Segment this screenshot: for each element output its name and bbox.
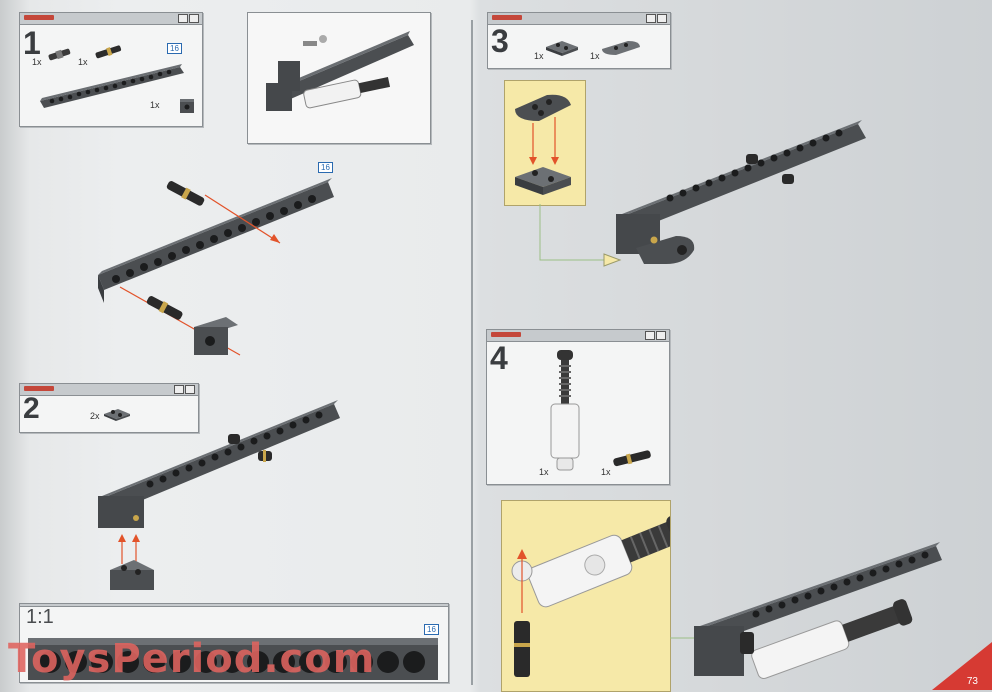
page-number: 73 — [966, 676, 978, 687]
length-badge: 16 — [424, 624, 439, 635]
minimize-icon — [174, 385, 184, 394]
shock-absorber-icon — [550, 350, 580, 471]
panel-title-bar — [20, 604, 448, 607]
part-qty: 1x — [539, 467, 549, 477]
step-3-assembly-drawing — [539, 120, 866, 267]
axle-pin-icon — [95, 45, 122, 59]
step-number: 3 — [491, 23, 509, 59]
pin-part — [166, 181, 205, 206]
close-icon — [189, 14, 199, 23]
page-corner-tab — [932, 642, 992, 690]
plate-2x2-round-hole-icon — [546, 41, 578, 56]
title-bar-logo — [491, 332, 521, 337]
step-number: 1 — [23, 25, 41, 61]
step-result-preview — [247, 12, 431, 144]
title-bar-logo — [492, 15, 522, 20]
scale-label: 1:1 — [26, 606, 54, 628]
scale-bar-panel: 1:1 16 — [19, 603, 449, 683]
part-qty: 1x — [78, 57, 88, 67]
step-3-parts-panel: 3 1x 1x — [487, 12, 671, 69]
step-3-callout — [504, 80, 586, 206]
part-qty: 1x — [590, 51, 600, 61]
plate-rounded-end-icon — [602, 41, 640, 55]
panel-title-bar — [20, 13, 202, 25]
step-2-parts-panel: 2 2x — [19, 383, 199, 433]
panel-title-bar — [20, 384, 198, 396]
step-4-callout — [501, 500, 671, 692]
close-icon — [185, 385, 195, 394]
part-qty: 2x — [90, 411, 100, 421]
callout-drawing — [511, 514, 670, 677]
minimize-icon — [645, 331, 655, 340]
brick-1x1-icon — [180, 99, 194, 113]
title-bar-logo — [24, 15, 54, 20]
minimize-icon — [646, 14, 656, 23]
brick-part — [194, 317, 238, 355]
step-1-assembly-drawing — [98, 178, 334, 356]
step-1-parts-drawing — [40, 45, 194, 113]
title-bar-logo — [24, 386, 54, 391]
pin-icon — [48, 48, 71, 61]
panel-title-bar — [488, 13, 670, 25]
step-1-parts-panel: 1 1x 1x 1x 16 — [19, 12, 203, 127]
close-icon — [656, 331, 666, 340]
pin-part — [146, 296, 183, 320]
step-number: 4 — [490, 340, 508, 376]
length-badge: 16 — [318, 162, 333, 173]
watermark: ToysPeriod.com — [8, 636, 376, 682]
axle-pin-icon — [613, 450, 651, 467]
step-number: 2 — [23, 392, 40, 425]
close-icon — [657, 14, 667, 23]
step-4-assembly-drawing — [670, 542, 942, 680]
step-4-parts-panel: 4 1x 1x — [486, 329, 670, 485]
part-qty: 1x — [534, 51, 544, 61]
plate-2x2-icon — [104, 409, 130, 421]
part-qty: 1x — [601, 467, 611, 477]
part-qty: 1x — [32, 57, 42, 67]
scale-beam-drawing — [28, 638, 438, 680]
panel-title-bar — [487, 330, 669, 342]
part-qty: 1x — [150, 100, 160, 110]
minimize-icon — [178, 14, 188, 23]
page-spine — [471, 20, 473, 685]
step-2-assembly-drawing — [98, 400, 340, 590]
length-badge: 16 — [167, 43, 182, 54]
callout-drawing — [515, 94, 571, 195]
subassembly-preview-drawing — [266, 31, 414, 111]
technic-beam-16-icon — [40, 64, 184, 108]
